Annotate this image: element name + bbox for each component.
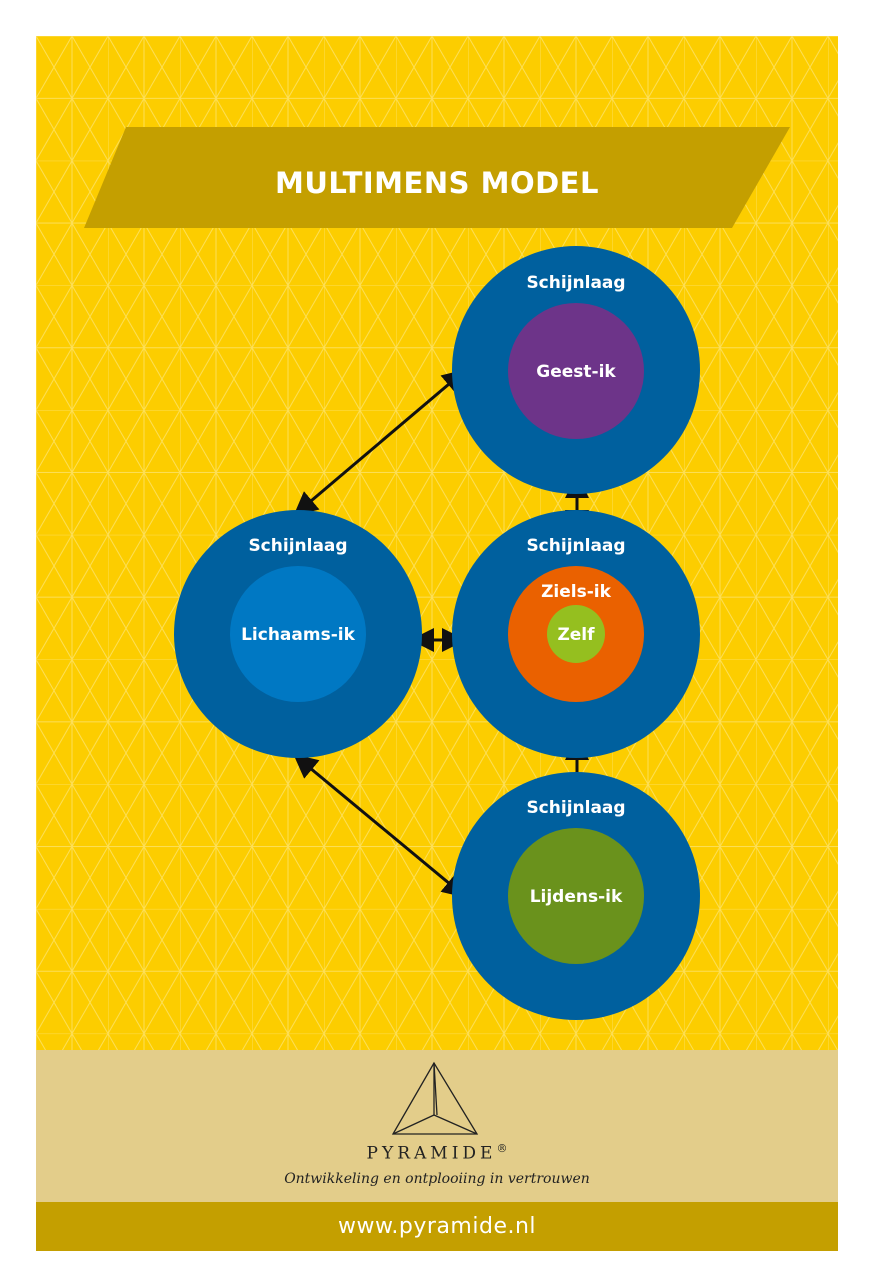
lijdens-ik-core <box>508 828 644 964</box>
arrow-left-bottom <box>293 754 467 898</box>
schijnlaag-label-center: Schijnlaag <box>526 536 625 556</box>
lichaams-ik-label: Lichaams-ik <box>241 625 355 645</box>
lijdens-ik-label: Lijdens-ik <box>530 887 623 907</box>
schijnlaag-label-bottom: Schijnlaag <box>526 798 625 818</box>
circle-ziels: Schijnlaag Ziels-ik Zelf <box>452 510 700 758</box>
connectors <box>293 369 589 898</box>
circle-geest: Schijnlaag Geest-ik <box>452 246 700 494</box>
website-link[interactable]: www.pyramide.nl <box>337 1214 537 1239</box>
schijnlaag-label-left: Schijnlaag <box>248 536 347 556</box>
geest-ik-label: Geest-ik <box>536 362 616 382</box>
footer: PYRAMIDE® Ontwikkeling en ontplooiing in… <box>36 1050 838 1202</box>
registered-mark: ® <box>496 1142 508 1155</box>
lichaams-ik-core <box>230 566 366 702</box>
circle-lichaams: Schijnlaag Lichaams-ik <box>174 510 422 758</box>
brand-text: PYRAMIDE <box>366 1143 497 1164</box>
brand-name: PYRAMIDE® <box>36 1142 838 1164</box>
schijnlaag-label-top: Schijnlaag <box>526 273 625 293</box>
zelf-label: Zelf <box>557 625 595 645</box>
url-bar: www.pyramide.nl <box>36 1202 838 1251</box>
title-banner <box>84 127 790 228</box>
pyramid-logo-icon <box>391 1061 479 1135</box>
tagline: Ontwikkeling en ontplooiing in vertrouwe… <box>284 1171 590 1187</box>
main-area: MULTIMENS MODEL Schijnlaag Geest-ik <box>36 36 838 1050</box>
page-title: MULTIMENS MODEL <box>275 166 599 200</box>
geest-ik-core <box>508 303 644 439</box>
ziels-ik-label: Ziels-ik <box>541 582 612 602</box>
poster: MULTIMENS MODEL Schijnlaag Geest-ik <box>36 36 838 1251</box>
multimens-diagram: Schijnlaag Geest-ik Schijnlaag Lichaams-… <box>174 246 700 1020</box>
circle-lijdens: Schijnlaag Lijdens-ik <box>452 772 700 1020</box>
arrow-left-top <box>293 369 467 516</box>
zelf-core <box>547 605 605 663</box>
